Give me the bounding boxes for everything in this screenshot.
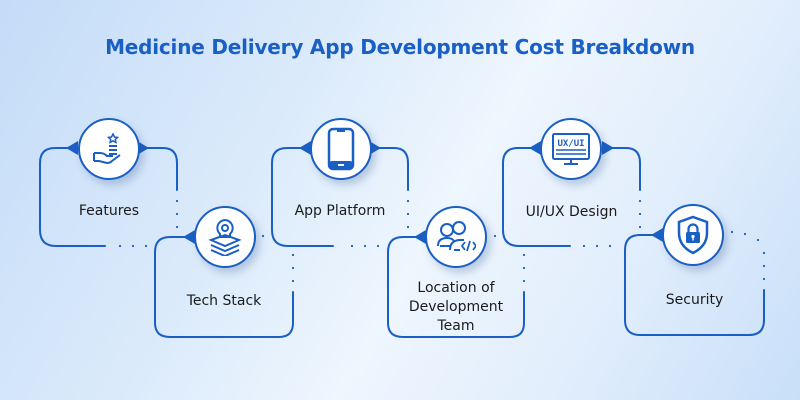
step-label-location-team: Location of Development Team — [408, 280, 504, 334]
bulb-layers-icon — [208, 218, 242, 256]
step-label-security: Security — [665, 292, 724, 308]
security-node — [662, 204, 724, 266]
smartphone-icon — [327, 127, 355, 171]
uiux-design-node: UX/UI — [540, 118, 602, 180]
hand-star-icon — [93, 132, 121, 165]
step-label-tech-stack: Tech Stack — [186, 293, 262, 309]
page-title: Medicine Delivery App Development Cost B… — [105, 35, 695, 59]
location-team-node — [425, 206, 487, 268]
tech-stack-node — [194, 206, 256, 268]
app-platform-node — [310, 118, 372, 180]
step-label-app-platform: App Platform — [294, 203, 386, 219]
shield-lock-icon — [677, 215, 709, 255]
monitor-uxui-icon: UX/UI — [552, 133, 590, 165]
step-label-features: Features — [78, 203, 140, 219]
svg-text:UX/UI: UX/UI — [557, 139, 584, 149]
step-label-uiux-design: UI/UX Design — [525, 204, 618, 220]
features-node — [78, 118, 140, 180]
team-code-icon — [437, 221, 476, 252]
